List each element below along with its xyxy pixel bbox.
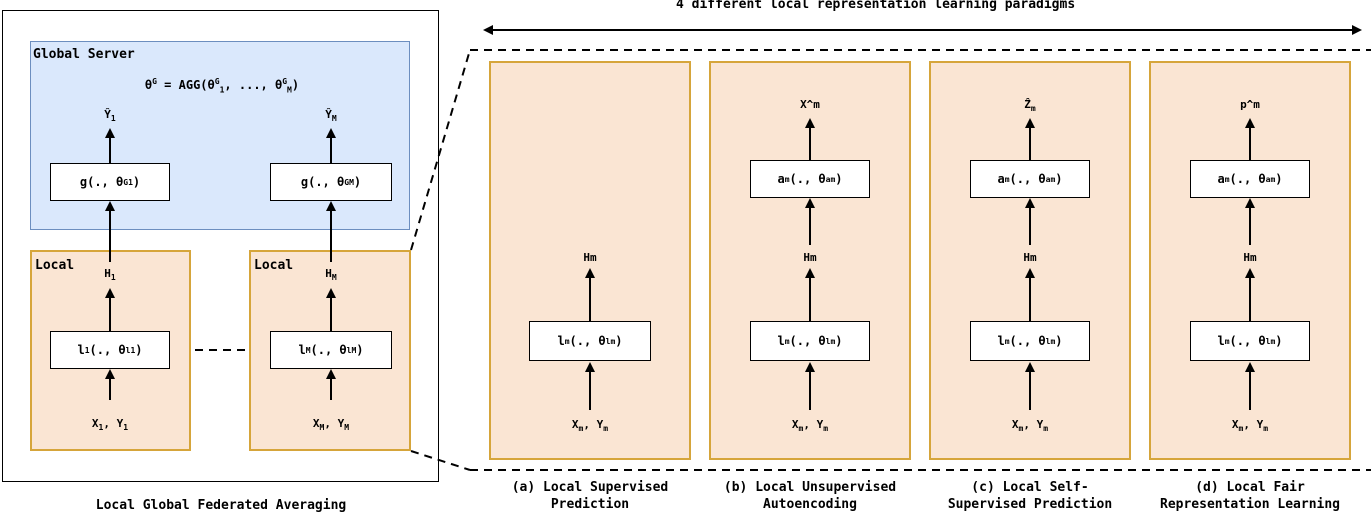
- global-server-title: Global Server: [33, 47, 135, 62]
- panel-a-representation-label: Hm: [583, 251, 597, 264]
- panel-d-input-label: Xm, Ym: [1231, 418, 1269, 434]
- panel-c-caption: (c) Local Self-Supervised Prediction: [947, 480, 1113, 512]
- panel-a-input-label: Xm, Ym: [571, 418, 609, 434]
- paradigms-title: 4 different local representation learnin…: [676, 0, 1076, 12]
- panel-d-output-label: p^m: [1240, 98, 1260, 111]
- clientM-local-title: Local: [254, 258, 294, 273]
- clientM-prediction-label: ŶM: [325, 108, 337, 124]
- left-caption: Local Global Federated Averaging: [95, 498, 347, 513]
- panel-b-input-label: Xm, Ym: [791, 418, 829, 434]
- clientM-representation-label: HM: [325, 267, 337, 283]
- panel-c-output-label: Ẑm: [1024, 98, 1036, 114]
- clientM-input-label: XM, YM: [312, 417, 350, 433]
- panel-c-input-label: Xm, Ym: [1011, 418, 1049, 434]
- client1-input-label: X1, Y1: [91, 417, 129, 433]
- client1-local-title: Local: [35, 258, 75, 273]
- panel-b-representation-label: Hm: [803, 251, 817, 264]
- global-server-region: [30, 41, 410, 230]
- panel-d-representation-label: Hm: [1243, 251, 1257, 264]
- client1-prediction-label: Ŷ1: [104, 108, 116, 124]
- panel-b-output-label: X^m: [800, 98, 820, 111]
- panel-c-representation-label: Hm: [1023, 251, 1037, 264]
- aggregation-formula: θG = AGG(θG1, ..., θGM): [144, 77, 300, 95]
- client1-representation-label: H1: [104, 267, 116, 283]
